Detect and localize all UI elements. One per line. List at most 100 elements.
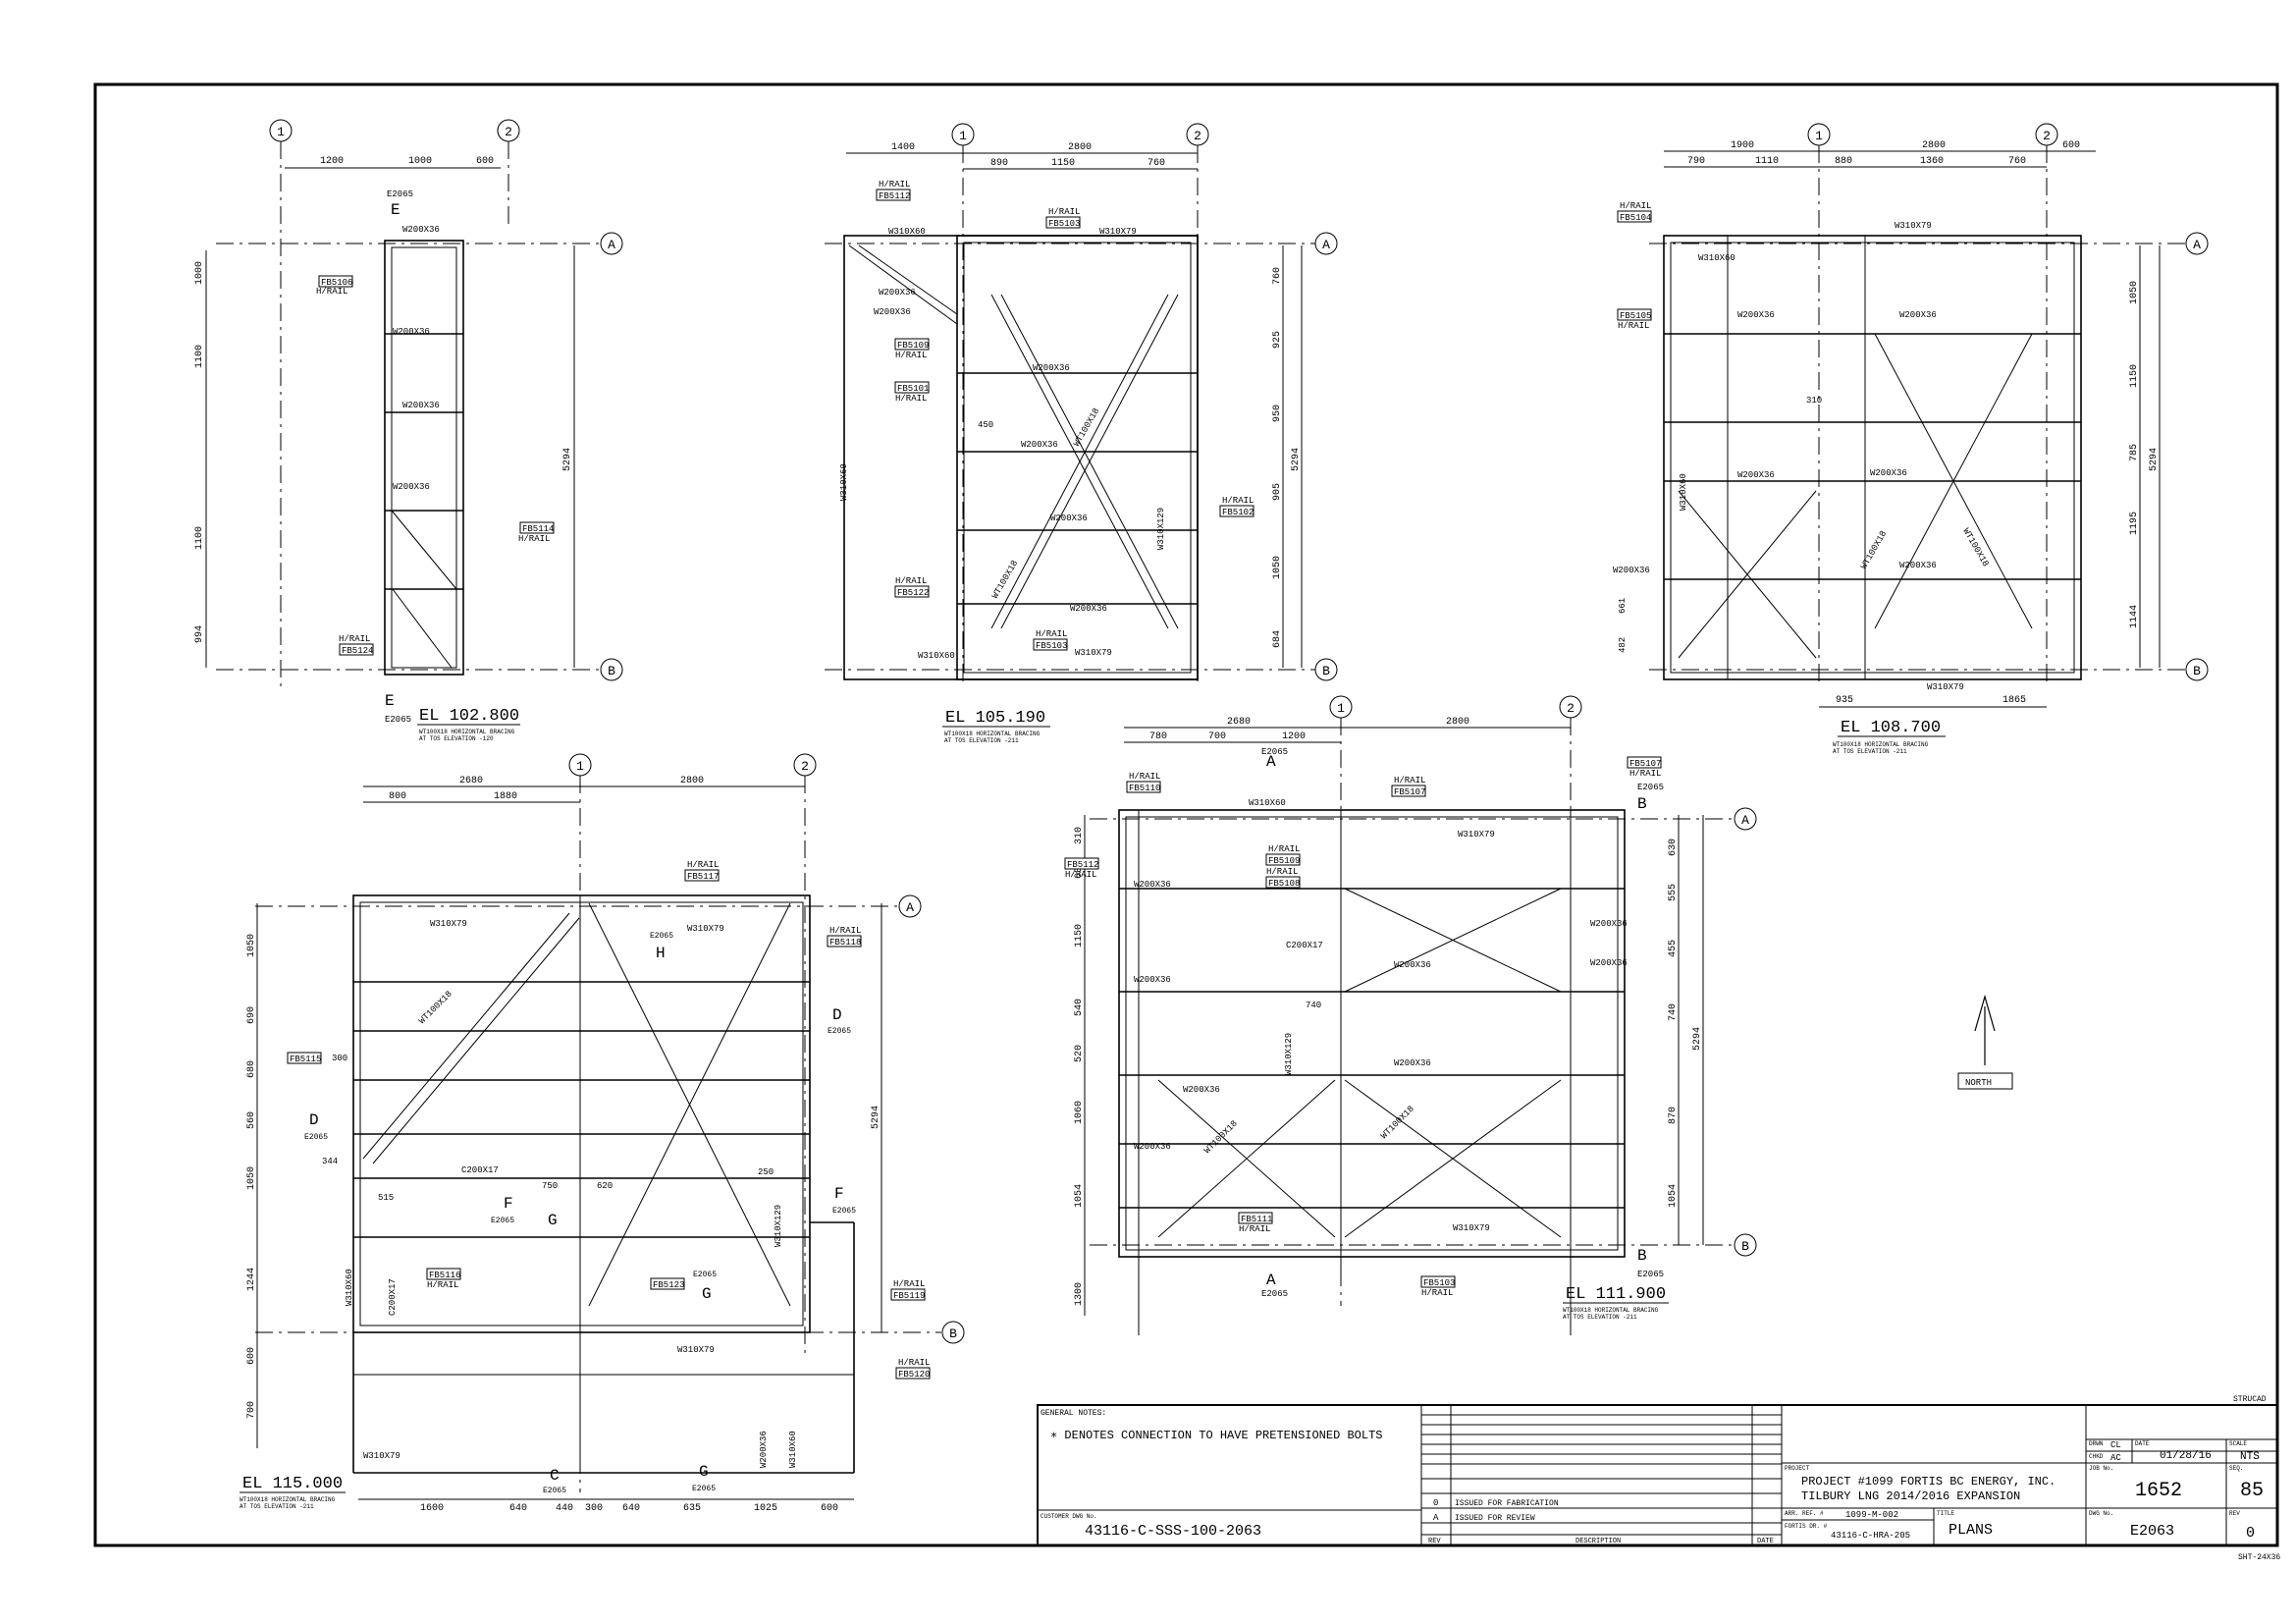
svg-text:W310X79: W310X79	[363, 1451, 400, 1461]
svg-text:DESCRIPTION: DESCRIPTION	[1575, 1538, 1621, 1545]
svg-text:600: 600	[476, 156, 494, 167]
svg-text:W310X79: W310X79	[677, 1345, 715, 1355]
svg-text:W310X60: W310X60	[1679, 473, 1688, 511]
svg-text:2: 2	[1567, 701, 1575, 716]
svg-text:790: 790	[1687, 156, 1705, 167]
svg-text:WT100X18: WT100X18	[1072, 406, 1101, 448]
notes-header: GENERAL NOTES:	[1041, 1409, 1106, 1418]
svg-text:H/RAIL: H/RAIL	[339, 634, 370, 644]
svg-text:EL 105.190: EL 105.190	[945, 709, 1045, 728]
svg-text:H: H	[656, 945, 666, 962]
sheet-border	[93, 82, 2279, 1547]
svg-text:SEQ.: SEQ.	[2229, 1465, 2243, 1472]
svg-text:455: 455	[1668, 940, 1679, 957]
svg-text:W200X36: W200X36	[393, 482, 430, 492]
svg-text:W200X36: W200X36	[1394, 960, 1431, 970]
svg-text:H/RAIL: H/RAIL	[1618, 321, 1649, 331]
title-block: STRUCAD GENERAL NOTES: ∗ DENOTES CONNECT…	[1037, 1395, 2280, 1562]
svg-text:FB5122: FB5122	[897, 588, 929, 598]
svg-text:E2065: E2065	[543, 1487, 566, 1495]
svg-text:A: A	[906, 900, 914, 915]
svg-text:CL: CL	[2110, 1440, 2121, 1450]
svg-text:1054: 1054	[1668, 1184, 1679, 1208]
svg-text:W310X129: W310X129	[1284, 1033, 1294, 1075]
svg-text:W310X60: W310X60	[1698, 253, 1735, 263]
svg-text:635: 635	[683, 1503, 701, 1514]
svg-text:PROJECT: PROJECT	[1785, 1465, 1810, 1472]
svg-text:W310X60: W310X60	[888, 227, 926, 237]
svg-text:JOB No.: JOB No.	[2089, 1465, 2113, 1472]
svg-text:FB5107: FB5107	[1629, 759, 1661, 769]
svg-text:994: 994	[194, 625, 205, 643]
svg-text:W200X36: W200X36	[1134, 1142, 1171, 1152]
svg-text:2: 2	[801, 759, 809, 774]
svg-text:FB5103: FB5103	[1423, 1278, 1455, 1288]
svg-text:B: B	[1741, 1239, 1749, 1254]
svg-text:E2065: E2065	[387, 189, 413, 199]
svg-text:740: 740	[1306, 1001, 1321, 1010]
svg-text:H/RAIL: H/RAIL	[893, 1279, 925, 1289]
seq-no: 85	[2240, 1480, 2264, 1502]
svg-text:W310X129: W310X129	[1156, 508, 1166, 550]
svg-text:1600: 1600	[420, 1503, 444, 1514]
svg-text:1900: 1900	[1731, 140, 1754, 151]
svg-text:E: E	[385, 692, 395, 710]
svg-text:FB5123: FB5123	[653, 1280, 684, 1290]
svg-text:H/RAIL: H/RAIL	[316, 287, 347, 297]
svg-text:1: 1	[959, 129, 967, 143]
svg-text:W200X36: W200X36	[1183, 1085, 1220, 1095]
plan-el-108-700: 1 2 A B 1900 2800 600 790 1110 880 1360 …	[1613, 123, 2209, 755]
svg-text:EL 102.800: EL 102.800	[419, 707, 519, 726]
grid-bubble-A	[600, 232, 623, 255]
svg-text:1050: 1050	[2129, 281, 2140, 304]
svg-text:FB5116: FB5116	[429, 1271, 460, 1280]
project-line-2: TILBURY LNG 2014/2016 EXPANSION	[1801, 1489, 2020, 1503]
svg-text:REV: REV	[1428, 1538, 1441, 1545]
svg-text:700: 700	[246, 1401, 257, 1419]
svg-text:1400: 1400	[891, 142, 915, 153]
svg-text:A: A	[1266, 753, 1276, 771]
svg-text:STRUCAD: STRUCAD	[2233, 1395, 2267, 1404]
svg-text:2800: 2800	[1446, 717, 1469, 728]
svg-text:TITLE: TITLE	[1937, 1510, 1954, 1517]
svg-text:1050: 1050	[246, 1166, 257, 1190]
svg-text:H/RAIL: H/RAIL	[895, 394, 927, 404]
svg-text:2800: 2800	[1068, 142, 1092, 153]
svg-text:1: 1	[1337, 701, 1345, 716]
svg-text:DATE: DATE	[2135, 1440, 2150, 1447]
svg-text:FB5117: FB5117	[687, 872, 719, 882]
svg-text:B: B	[1637, 1247, 1647, 1265]
svg-text:1050: 1050	[1272, 556, 1283, 579]
svg-text:C200X17: C200X17	[388, 1278, 398, 1316]
svg-text:E2065: E2065	[1637, 1270, 1664, 1279]
sheet-size: SHT-24X36	[2238, 1553, 2280, 1562]
svg-text:C200X17: C200X17	[461, 1165, 499, 1175]
svg-text:1000: 1000	[408, 156, 432, 167]
svg-text:2680: 2680	[459, 776, 483, 786]
svg-text:H/RAIL: H/RAIL	[427, 1280, 458, 1290]
svg-text:540: 540	[1074, 999, 1085, 1016]
svg-text:640: 640	[622, 1503, 640, 1514]
svg-text:W200X36: W200X36	[759, 1431, 769, 1468]
svg-text:H/RAIL: H/RAIL	[895, 351, 927, 360]
svg-text:FB5114: FB5114	[522, 524, 554, 534]
svg-text:W310X60: W310X60	[345, 1269, 354, 1306]
svg-text:630: 630	[1074, 861, 1085, 879]
svg-text:E2065: E2065	[491, 1217, 514, 1225]
svg-text:NTS: NTS	[2240, 1451, 2260, 1463]
svg-text:1360: 1360	[1920, 156, 1944, 167]
svg-text:AT TOS ELEVATION -211: AT TOS ELEVATION -211	[1563, 1314, 1637, 1321]
svg-text:A: A	[1322, 238, 1330, 252]
svg-text:FB5110: FB5110	[1129, 784, 1160, 793]
svg-text:935: 935	[1836, 695, 1853, 706]
svg-text:43116-C-HRA-205: 43116-C-HRA-205	[1831, 1531, 1910, 1541]
svg-text:WT100X18 HORIZONTAL BRACING: WT100X18 HORIZONTAL BRACING	[1563, 1307, 1659, 1314]
svg-text:ISSUED FOR FABRICATION: ISSUED FOR FABRICATION	[1455, 1499, 1559, 1508]
svg-text:FB5108: FB5108	[1268, 879, 1300, 889]
svg-text:H/RAIL: H/RAIL	[898, 1358, 930, 1368]
svg-text:1060: 1060	[1074, 1101, 1085, 1124]
svg-text:H/RAIL: H/RAIL	[1421, 1288, 1453, 1298]
svg-text:684: 684	[1272, 630, 1283, 648]
svg-text:H/RAIL: H/RAIL	[687, 860, 719, 870]
